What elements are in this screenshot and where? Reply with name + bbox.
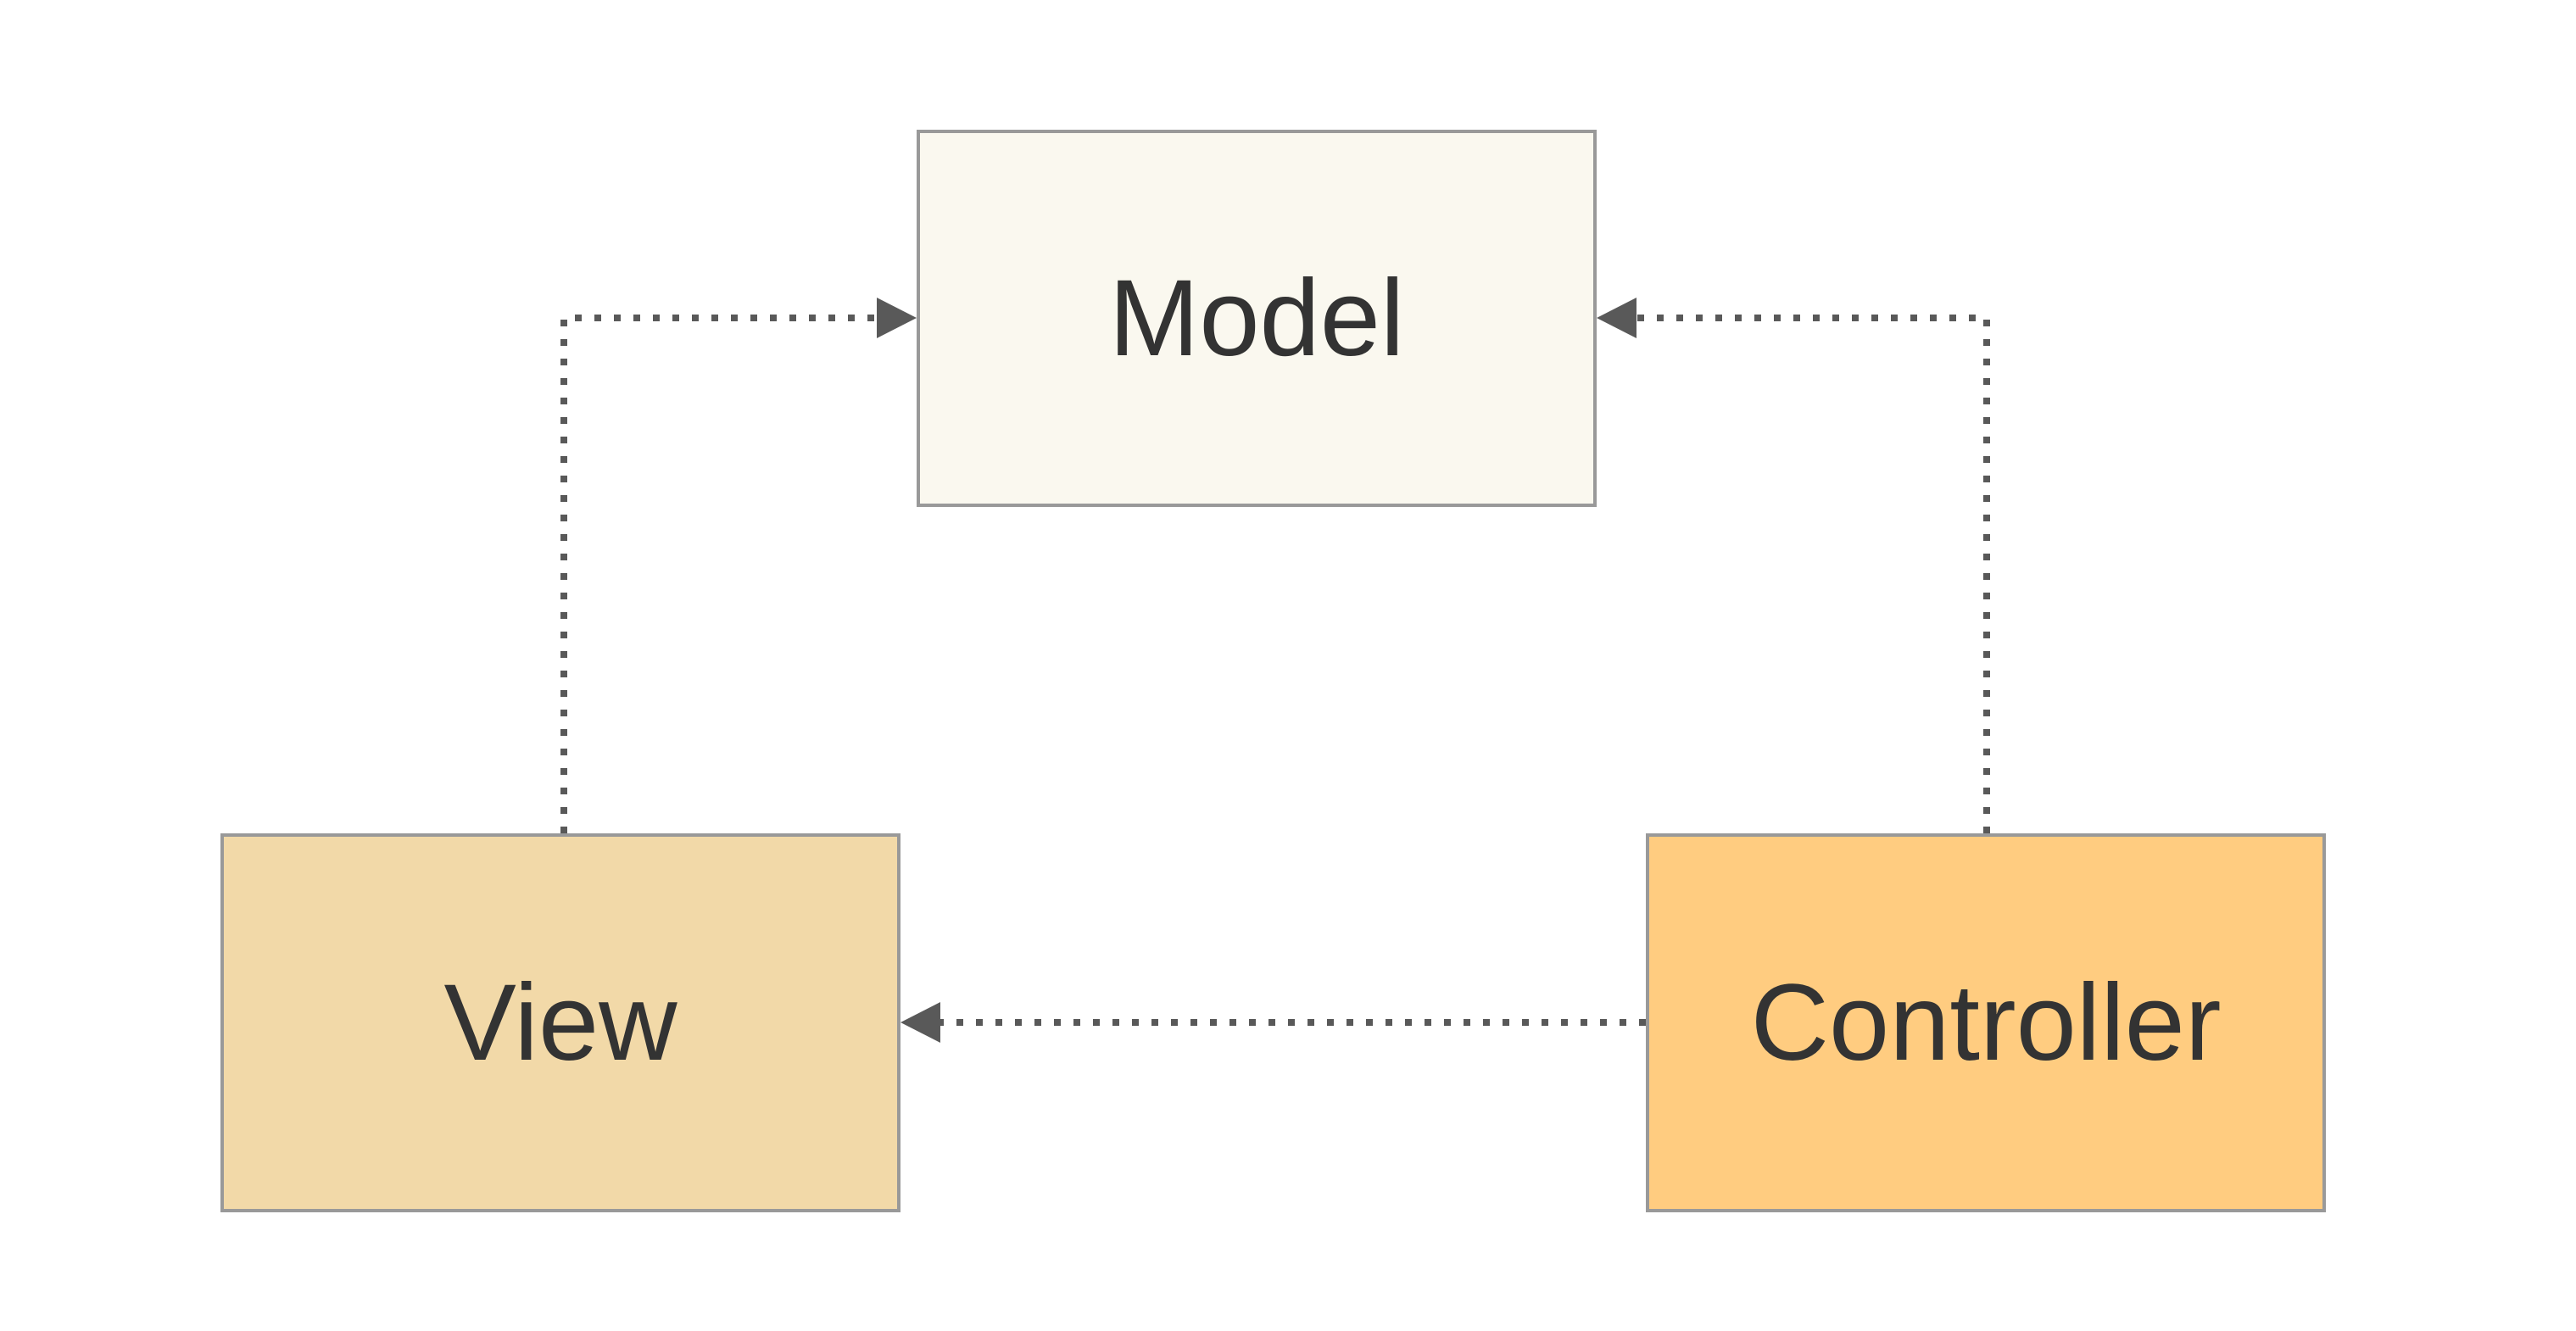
node-controller-label: Controller xyxy=(1750,961,2222,1083)
arrowhead-left-icon xyxy=(900,1002,940,1043)
node-controller[interactable]: Controller xyxy=(1646,833,2326,1212)
node-view[interactable]: View xyxy=(220,833,900,1212)
node-view-label: View xyxy=(443,961,677,1083)
edge-controller-to-view xyxy=(900,1002,1646,1043)
node-model[interactable]: Model xyxy=(917,130,1597,507)
node-model-label: Model xyxy=(1108,257,1405,379)
arrowhead-left-icon xyxy=(1597,298,1636,338)
edge-controller-to-model xyxy=(1597,298,1990,833)
arrowhead-right-icon xyxy=(877,298,917,338)
edge-view-to-model xyxy=(560,298,917,833)
